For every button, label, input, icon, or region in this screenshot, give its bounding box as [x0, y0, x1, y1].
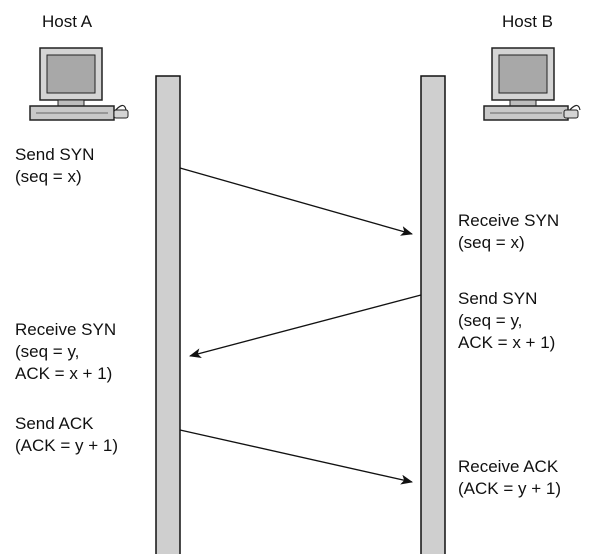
event-line: (seq = x) [458, 233, 525, 252]
host-b-send-syn: Send SYN (seq = y, ACK = x + 1) [458, 288, 555, 354]
event-line: (ACK = y + 1) [458, 479, 561, 498]
host-b-receive-syn: Receive SYN (seq = x) [458, 210, 559, 254]
host-b-timeline [420, 75, 446, 554]
host-b-receive-ack: Receive ACK (ACK = y + 1) [458, 456, 561, 500]
host-a-label: Host A [42, 12, 93, 31]
ack-arrow [179, 429, 413, 485]
event-line: Send SYN [458, 289, 538, 308]
host-a-send-syn: Send SYN (seq = x) [15, 144, 94, 188]
host-b-computer-icon [483, 47, 581, 121]
syn-ack-arrow [189, 294, 422, 359]
syn-arrow [179, 167, 413, 236]
host-b-label: Host B [502, 12, 554, 31]
event-line: Send SYN [15, 145, 95, 164]
event-line: (seq = y, [15, 342, 80, 361]
host-a-timeline [155, 75, 181, 554]
event-line: Receive ACK [458, 457, 559, 476]
event-line: Receive SYN [15, 320, 117, 339]
event-line: Send ACK [15, 414, 94, 433]
event-line: (seq = y, [458, 311, 523, 330]
event-line: (seq = x) [15, 167, 82, 186]
event-line: ACK = x + 1) [458, 333, 556, 352]
host-a-receive-syn: Receive SYN (seq = y, ACK = x + 1) [15, 319, 116, 385]
host-a-send-ack: Send ACK (ACK = y + 1) [15, 413, 118, 457]
event-line: Receive SYN [458, 211, 560, 230]
event-line: (ACK = y + 1) [15, 436, 118, 455]
event-line: ACK = x + 1) [15, 364, 113, 383]
host-a-computer-icon [29, 47, 129, 121]
